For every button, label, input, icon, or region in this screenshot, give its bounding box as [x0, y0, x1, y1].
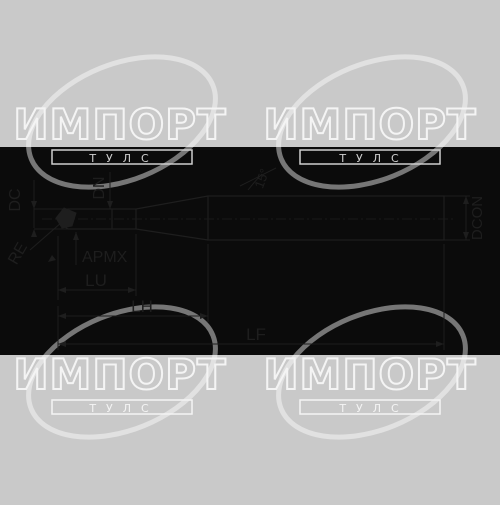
watermark-main-text: ИМПОРТ: [13, 350, 226, 399]
dark-band: [0, 147, 500, 355]
watermark-top-right: ИМПОРТ ТУЛС: [262, 54, 477, 190]
dim-label-apmx: APMX: [82, 249, 128, 266]
shank-body: [207, 195, 445, 241]
tool-outline: [42, 195, 456, 241]
watermark-sub-text: ТУЛС: [88, 402, 158, 415]
dim-label-dn: DN: [91, 176, 108, 199]
watermark-bottom-right: ИМПОРТ ТУЛС: [262, 304, 477, 440]
dim-label-lu: LU: [85, 271, 107, 290]
dim-label-angle: 15°: [251, 167, 272, 191]
watermark-sub-text: ТУЛС: [338, 402, 408, 415]
watermark-sub-text: ТУЛС: [338, 152, 408, 165]
watermark-bottom-left: ИМПОРТ ТУЛС: [12, 304, 227, 440]
dim-label-dcon: DCON: [469, 196, 486, 240]
dim-label-lh: LH: [131, 297, 153, 316]
watermark-main-text: ИМПОРТ: [263, 100, 476, 149]
dim-label-dc: DC: [7, 188, 24, 211]
dim-label-lf: LF: [246, 325, 266, 344]
dimension-arrows: [31, 196, 469, 347]
watermark-sub-text: ТУЛС: [88, 152, 158, 165]
watermark-top-left: ИМПОРТ ТУЛС: [12, 54, 227, 190]
watermark-main-text: ИМПОРТ: [13, 100, 226, 149]
watermark-main-text: ИМПОРТ: [263, 350, 476, 399]
